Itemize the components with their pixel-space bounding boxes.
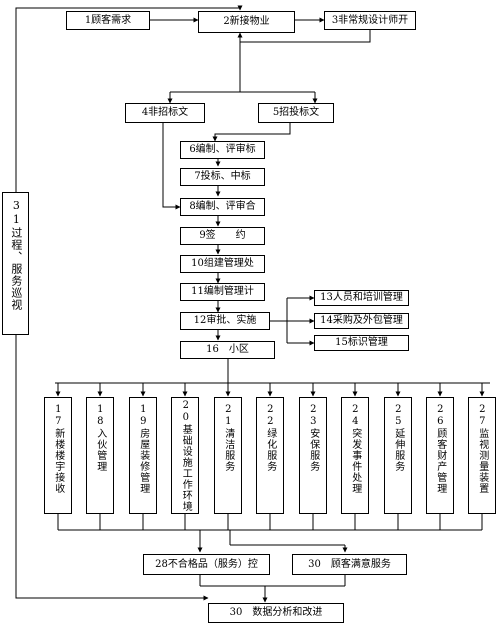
node-3-label: 3非常规设计师开 [331, 14, 409, 26]
arrow-31-to-30b [15, 335, 209, 601]
node-10-label: 10组建管理处 [191, 258, 254, 269]
node-5: 5招投标文 [258, 103, 334, 123]
node-9-label: 9签 约 [199, 230, 246, 241]
node-2: 2新接物业 [198, 11, 295, 33]
node-6-label: 6编制、评审标 [189, 144, 256, 155]
node-26-label: 26顾客财产管理 [434, 404, 446, 494]
node-21: 21清洁服务 [214, 397, 242, 514]
node-4-label: 4非招标文 [141, 107, 189, 118]
node-31: 31过程、服务巡视 [2, 192, 29, 335]
node-18-label: 18入伙管理 [94, 404, 106, 472]
node-11: 11编制管理计 [180, 283, 265, 301]
node-20-label: 20基础设施工作环境 [180, 400, 192, 512]
node-12-label: 12审批、实施 [193, 315, 257, 326]
node-30-data-analysis: 30 数据分析和改进 [208, 603, 344, 623]
node-16: 16 小区 [180, 341, 275, 359]
node-19-label: 19房屋装修管理 [137, 404, 149, 494]
node-5-label: 5招投标文 [272, 107, 320, 118]
node-17: 17新楼楼宇接收 [44, 397, 72, 514]
node-25-label: 25延伸服务 [392, 404, 404, 472]
node-10: 10组建管理处 [180, 255, 265, 273]
node-15: 15标识管理 [314, 335, 409, 351]
node-27-label: 27监视测量装置 [476, 404, 488, 494]
node-28: 28不合格品（服务）控 [143, 554, 270, 575]
node-23: 23安保服务 [299, 397, 327, 514]
arrow-3-2 [237, 30, 371, 43]
node-31-label: 31过程、服务巡视 [9, 199, 23, 311]
node-3: 3非常规设计师开 [324, 11, 416, 30]
node-21-label: 21清洁服务 [222, 404, 234, 472]
node-25: 25延伸服务 [384, 397, 412, 514]
node-7-label: 7投标、中标 [194, 171, 251, 182]
arrow-31-to-2 [15, 5, 243, 192]
node-26: 26顾客财产管理 [426, 397, 454, 514]
node-1-label: 1顾客需求 [84, 14, 132, 26]
node-24-label: 24突发事件处理 [349, 404, 361, 494]
node-30a-label: 30 顾客满意服务 [308, 558, 391, 570]
node-14: 14采购及外包管理 [314, 313, 409, 329]
arrow-4-8 [162, 123, 181, 210]
node-17-label: 17新楼楼宇接收 [52, 404, 64, 494]
node-23-label: 23安保服务 [307, 404, 319, 472]
node-9: 9签 约 [180, 227, 265, 245]
node-22-label: 22绿化服务 [264, 404, 276, 472]
node-8-label: 8编制、评审合 [189, 201, 256, 212]
node-13-label: 13人员和培训管理 [320, 292, 403, 303]
arrow-5-6 [212, 123, 291, 142]
node-15-label: 15标识管理 [335, 337, 388, 348]
node-12: 12审批、实施 [180, 312, 270, 330]
node-22: 22绿化服务 [256, 397, 284, 514]
node-27: 27监视测量装置 [468, 397, 496, 514]
node-20: 20基础设施工作环境 [171, 397, 199, 514]
node-7: 7投标、中标 [180, 168, 265, 186]
node-30b-label: 30 数据分析和改进 [229, 607, 323, 618]
node-30-customer-satisfaction: 30 顾客满意服务 [292, 554, 407, 575]
node-1: 1顾客需求 [66, 11, 150, 30]
node-14-label: 14采购及外包管理 [320, 315, 403, 326]
node-16-label: 16 小区 [206, 344, 249, 355]
node-4: 4非招标文 [125, 103, 205, 123]
node-28-label: 28不合格品（服务）控 [155, 558, 258, 570]
node-24: 24突发事件处理 [341, 397, 369, 514]
node-11-label: 11编制管理计 [191, 286, 254, 297]
node-8: 8编制、评审合 [180, 198, 265, 216]
node-6: 6编制、评审标 [180, 141, 265, 159]
node-19: 19房屋装修管理 [129, 397, 157, 514]
node-2-label: 2新接物业 [223, 16, 270, 27]
node-18: 18入伙管理 [86, 397, 114, 514]
node-13: 13人员和培训管理 [314, 290, 409, 306]
